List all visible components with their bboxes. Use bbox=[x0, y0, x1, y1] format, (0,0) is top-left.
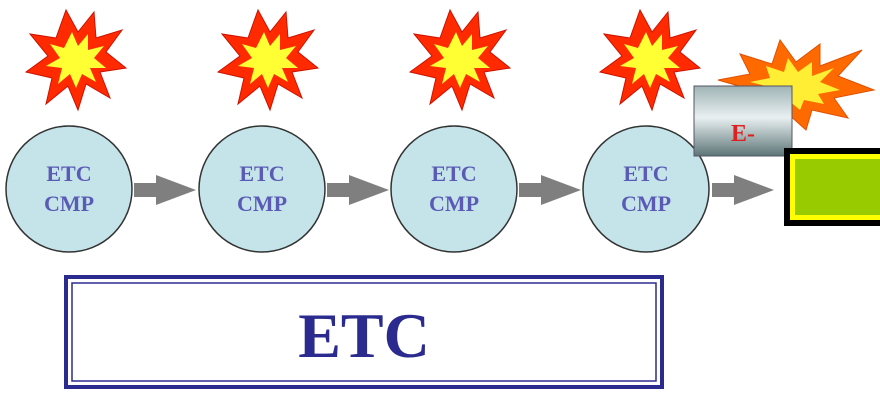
title-box bbox=[64, 275, 664, 389]
node-label-3-line2: CMP bbox=[428, 191, 480, 216]
node-label-2-line2: CMP bbox=[236, 191, 288, 216]
etc-cmp-node-4 bbox=[582, 125, 710, 253]
green-output-box bbox=[784, 148, 880, 226]
node-label-4-line2: CMP bbox=[620, 191, 672, 216]
right-arrow-icon-2 bbox=[327, 175, 389, 205]
node-label-1: ETC CMP bbox=[14, 159, 124, 219]
title-box-label: ETC bbox=[298, 300, 430, 371]
node-label-3: ETC CMP bbox=[399, 159, 509, 219]
etc-cmp-node-2 bbox=[198, 125, 326, 253]
explosion-icon-4 bbox=[598, 8, 702, 112]
e-tag-box bbox=[693, 85, 793, 157]
etc-cmp-node-3 bbox=[390, 125, 518, 253]
e-tag-label: E- bbox=[731, 120, 755, 147]
node-label-1-line2: CMP bbox=[43, 191, 95, 216]
explosion-icon-3 bbox=[408, 8, 512, 112]
node-label-3-line1: ETC bbox=[431, 161, 477, 186]
node-label-1-line1: ETC bbox=[46, 161, 92, 186]
right-arrow-icon-4 bbox=[712, 175, 774, 205]
node-label-4-line1: ETC bbox=[623, 161, 669, 186]
node-label-2: ETC CMP bbox=[207, 159, 317, 219]
node-label-2-line1: ETC bbox=[239, 161, 285, 186]
node-label-4: ETC CMP bbox=[591, 159, 701, 219]
right-arrow-icon-1 bbox=[134, 175, 196, 205]
right-arrow-icon-3 bbox=[519, 175, 581, 205]
explosion-icon-5 bbox=[717, 38, 876, 131]
explosion-icon-1 bbox=[24, 8, 128, 112]
explosion-icon-2 bbox=[216, 8, 320, 112]
etc-cmp-node-1 bbox=[5, 125, 133, 253]
